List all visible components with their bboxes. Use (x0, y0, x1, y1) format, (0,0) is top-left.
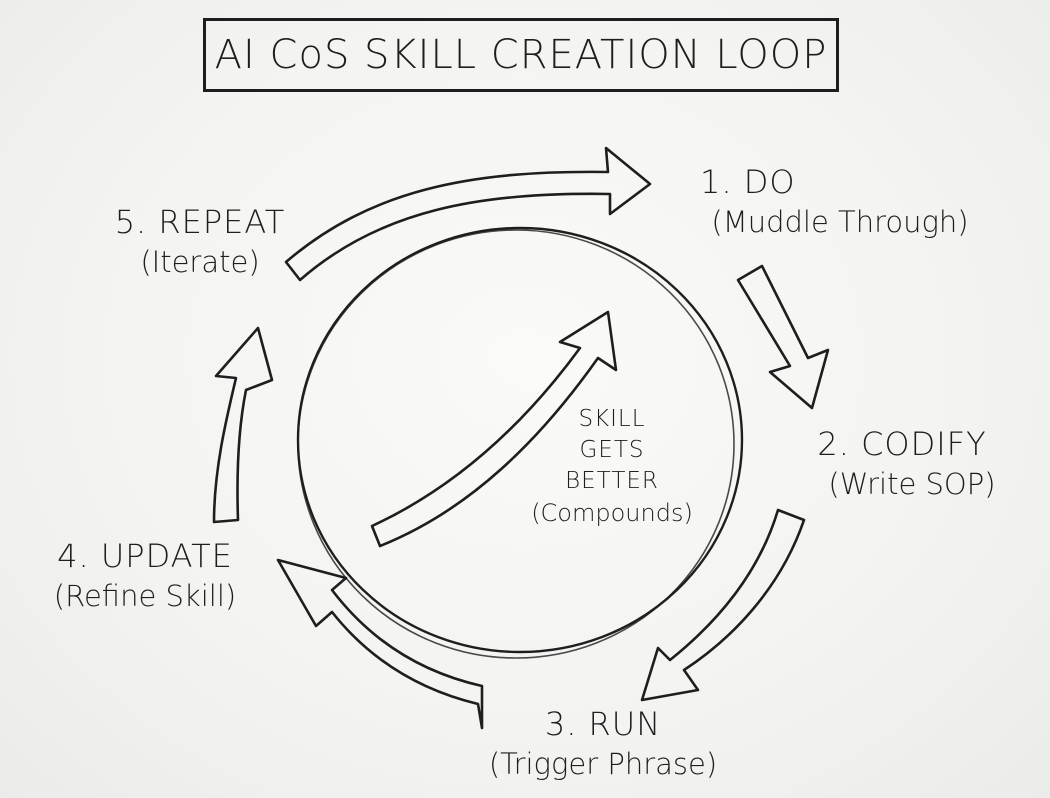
step-update-sub: (Refine Skill) (53, 579, 237, 613)
arrow-do-to-codify (736, 264, 830, 410)
center-line-skill: SKILL (578, 406, 646, 432)
arrow-update-to-repeat (212, 326, 274, 524)
arrow-run-to-update (276, 558, 484, 730)
step-do: 1. DO (Muddle Through) (690, 162, 990, 242)
step-do-label: 1. DO (700, 163, 796, 201)
center-caption: SKILL GETS BETTER (Compounds) (512, 404, 712, 529)
step-codify-sub: (Write SOP) (828, 467, 996, 501)
step-codify: 2. CODIFY (Write SOP) (792, 424, 1012, 504)
step-codify-label: 2. CODIFY (817, 425, 987, 463)
step-repeat-sub: (Iterate) (140, 245, 260, 279)
step-update-label: 4. UPDATE (57, 537, 233, 575)
arrow-skill-improves (370, 310, 618, 548)
title-box: AI CoS SKILL CREATION LOOP (203, 18, 839, 92)
diagram-title: AI CoS SKILL CREATION LOOP (214, 32, 828, 78)
step-run: 3. RUN (Trigger Phrase) (468, 704, 738, 784)
arrow-repeat-to-do (284, 146, 652, 282)
step-repeat-label: 5. REPEAT (114, 203, 286, 241)
center-line-better: BETTER (565, 468, 659, 494)
step-do-sub: (Muddle Through) (711, 205, 969, 239)
center-circle-sketch (297, 229, 735, 659)
center-sub: (Compounds) (531, 499, 693, 527)
arrow-codify-to-run (640, 508, 806, 702)
center-line-gets: GETS (579, 437, 645, 463)
step-run-sub: (Trigger Phrase) (488, 747, 718, 781)
step-repeat: 5. REPEAT (Iterate) (100, 202, 300, 282)
step-update: 4. UPDATE (Refine Skill) (30, 536, 260, 616)
step-run-label: 3. RUN (544, 705, 662, 743)
